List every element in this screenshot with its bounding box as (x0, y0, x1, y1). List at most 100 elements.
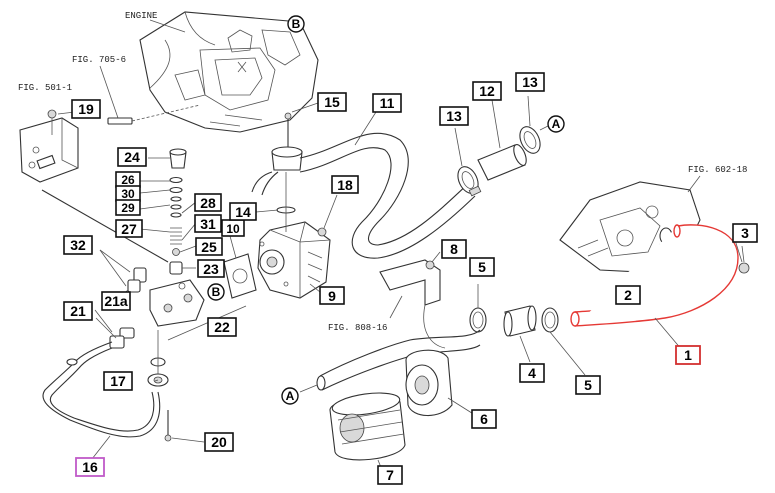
part-label-9[interactable]: 9 (319, 286, 345, 305)
outlet-fitting-15 (251, 112, 303, 232)
part-label-26[interactable]: 26 (115, 171, 141, 188)
fig-602-18-label: FIG. 602-18 (688, 165, 747, 175)
part-label-17[interactable]: 17 (103, 371, 133, 391)
part-label-15[interactable]: 15 (317, 92, 347, 112)
part-label-30[interactable]: 30 (115, 185, 141, 202)
valve-stack (169, 148, 187, 275)
intake-pipe-1 (570, 224, 739, 351)
svg-text:5: 5 (584, 377, 592, 393)
callout-b-bottom: B (207, 283, 225, 301)
engine-label: ENGINE (125, 11, 157, 21)
fig-705-6-label: FIG. 705-6 (72, 55, 126, 65)
svg-text:8: 8 (450, 241, 458, 257)
svg-text:24: 24 (124, 149, 140, 165)
svg-text:21: 21 (70, 303, 86, 319)
svg-text:32: 32 (70, 237, 86, 253)
turbo-housing (559, 181, 701, 273)
part-label-28[interactable]: 28 (194, 193, 222, 212)
fig-501-1-label: FIG. 501-1 (18, 83, 72, 93)
part-label-32[interactable]: 32 (63, 235, 93, 255)
svg-text:A: A (286, 389, 295, 403)
tube-16 (42, 341, 161, 438)
svg-text:2: 2 (624, 287, 632, 303)
part-label-13-right[interactable]: 13 (515, 72, 545, 92)
fittings-32 (99, 249, 147, 293)
bolt-705-6 (107, 104, 201, 125)
part-label-21[interactable]: 21 (63, 301, 93, 321)
svg-text:26: 26 (121, 173, 135, 187)
clamp-13-right (519, 126, 541, 154)
hose-4 (503, 305, 537, 363)
callout-a-top: A (547, 115, 565, 133)
hose-11 (299, 132, 476, 259)
svg-text:29: 29 (121, 201, 135, 215)
part-label-27[interactable]: 27 (115, 219, 143, 238)
part-label-19[interactable]: 19 (71, 99, 101, 119)
part-label-5-left[interactable]: 5 (469, 257, 495, 277)
part-label-22[interactable]: 22 (207, 317, 237, 337)
pump-assembly (257, 221, 331, 299)
svg-text:25: 25 (201, 239, 217, 255)
svg-text:20: 20 (211, 434, 227, 450)
svg-text:31: 31 (200, 216, 216, 232)
svg-text:18: 18 (337, 177, 353, 193)
svg-text:6: 6 (480, 411, 488, 427)
bolt-18 (317, 227, 327, 237)
part-label-2[interactable]: 2 (615, 285, 641, 305)
part-label-23[interactable]: 23 (197, 259, 225, 278)
part-label-12[interactable]: 12 (472, 81, 502, 101)
svg-text:1: 1 (684, 347, 692, 363)
part-label-16[interactable]: 16 (75, 457, 105, 477)
part-label-29[interactable]: 29 (115, 199, 141, 216)
part-label-4[interactable]: 4 (519, 363, 545, 383)
svg-text:7: 7 (386, 467, 394, 483)
mounting-bracket (19, 117, 79, 183)
svg-text:27: 27 (121, 221, 137, 237)
svg-text:22: 22 (214, 319, 230, 335)
part-label-31[interactable]: 31 (194, 214, 222, 233)
part-label-10[interactable]: 10 (221, 219, 245, 237)
svg-text:14: 14 (235, 204, 251, 220)
part-label-5-right[interactable]: 5 (575, 375, 601, 395)
part-label-21a[interactable]: 21a (101, 291, 131, 311)
fig-808-16-label: FIG. 808-16 (328, 323, 387, 333)
bolt-20 (164, 410, 172, 442)
svg-text:12: 12 (479, 83, 495, 99)
part-label-1[interactable]: 1 (675, 345, 701, 365)
part-label-25[interactable]: 25 (195, 237, 223, 256)
part-label-20[interactable]: 20 (204, 432, 234, 452)
part-label-11[interactable]: 11 (372, 93, 402, 113)
svg-text:3: 3 (741, 225, 749, 241)
svg-text:17: 17 (110, 373, 126, 389)
bolt-3 (738, 245, 750, 274)
part-label-3[interactable]: 3 (732, 223, 758, 243)
svg-text:13: 13 (522, 74, 538, 90)
svg-text:19: 19 (78, 101, 94, 117)
svg-text:10: 10 (226, 222, 240, 236)
svg-text:5: 5 (478, 259, 486, 275)
svg-text:13: 13 (446, 108, 462, 124)
part-label-13-left[interactable]: 13 (439, 106, 469, 126)
svg-text:4: 4 (528, 365, 536, 381)
banjo-17 (147, 330, 169, 387)
part-label-7[interactable]: 7 (377, 465, 403, 485)
callout-b-top: B (287, 15, 305, 33)
air-filter-7 (329, 392, 406, 471)
svg-text:15: 15 (324, 94, 340, 110)
pipe-12 (477, 144, 527, 181)
clamp-13-left (457, 166, 482, 197)
svg-text:16: 16 (82, 459, 98, 475)
part-label-6[interactable]: 6 (471, 409, 497, 429)
svg-text:23: 23 (203, 261, 219, 277)
part-label-14[interactable]: 14 (229, 202, 257, 221)
hose-to-a (316, 329, 481, 391)
air-cleaner-head-6 (405, 349, 476, 417)
svg-text:21a: 21a (104, 293, 128, 309)
svg-text:28: 28 (200, 195, 216, 211)
part-label-18[interactable]: 18 (331, 175, 359, 194)
bracket-fig-808-16 (379, 259, 446, 349)
part-label-24[interactable]: 24 (117, 147, 147, 167)
part-label-8[interactable]: 8 (441, 239, 467, 259)
